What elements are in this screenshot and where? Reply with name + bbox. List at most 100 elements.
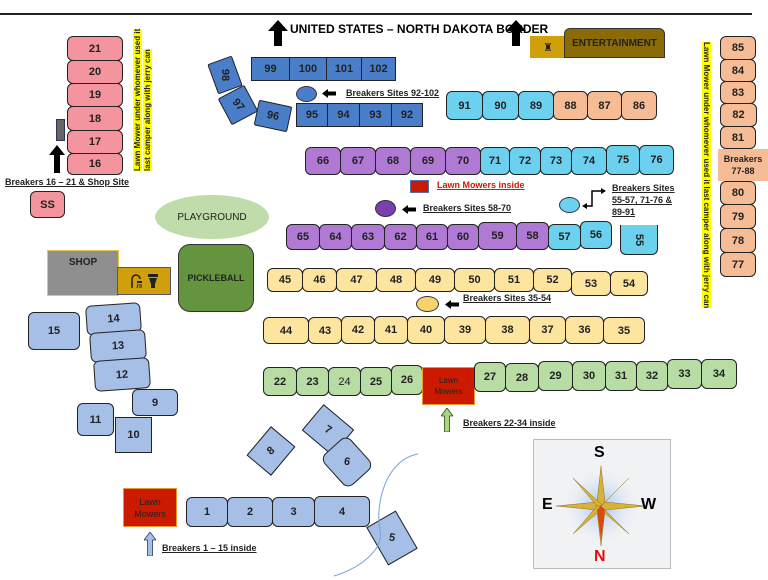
site-62[interactable]: 62	[384, 224, 417, 250]
site-34[interactable]: 34	[701, 359, 737, 389]
site-85[interactable]: 85	[720, 36, 756, 60]
site-88[interactable]: 88	[553, 91, 588, 120]
site-4[interactable]: 4	[314, 496, 370, 527]
site-80[interactable]: 80	[720, 181, 756, 205]
site-2[interactable]: 2	[227, 497, 273, 527]
site-36[interactable]: 36	[565, 316, 604, 344]
site-57[interactable]: 57	[548, 224, 581, 250]
site-12[interactable]: 12	[92, 357, 152, 392]
site-72[interactable]: 72	[509, 147, 541, 175]
site-51[interactable]: 51	[494, 268, 534, 292]
site-60[interactable]: 60	[447, 224, 479, 250]
site-77[interactable]: 77	[720, 252, 756, 277]
site-48[interactable]: 48	[376, 268, 416, 292]
site-22[interactable]: 22	[263, 367, 297, 396]
site-29[interactable]: 29	[538, 361, 573, 391]
site-35[interactable]: 35	[603, 317, 645, 344]
site-56[interactable]: 56	[580, 221, 612, 249]
site-101[interactable]: 101	[326, 57, 362, 81]
site-74[interactable]: 74	[571, 147, 607, 175]
site-65[interactable]: 65	[286, 224, 320, 250]
site-41[interactable]: 41	[374, 316, 408, 344]
site-10[interactable]: 10	[115, 417, 152, 453]
site-92[interactable]: 92	[391, 103, 423, 127]
site-61[interactable]: 61	[416, 224, 448, 250]
site-100[interactable]: 100	[289, 57, 327, 81]
site-94[interactable]: 94	[327, 103, 360, 127]
site-44[interactable]: 44	[263, 317, 309, 344]
site-25[interactable]: 25	[360, 367, 392, 396]
site-3[interactable]: 3	[272, 497, 315, 527]
site-23[interactable]: 23	[296, 367, 329, 396]
site-8[interactable]: 8	[246, 426, 296, 476]
site-38[interactable]: 38	[485, 316, 530, 344]
site-54[interactable]: 54	[610, 271, 648, 296]
site-68[interactable]: 68	[375, 147, 411, 175]
site-99[interactable]: 99	[251, 57, 290, 81]
site-42[interactable]: 42	[341, 316, 375, 344]
site-84[interactable]: 84	[720, 59, 756, 82]
site-71[interactable]: 71	[480, 147, 510, 175]
site-87[interactable]: 87	[587, 91, 622, 120]
site-ss[interactable]: SS	[30, 191, 65, 218]
site-83[interactable]: 83	[720, 81, 756, 104]
site-39[interactable]: 39	[444, 316, 486, 344]
site-53[interactable]: 53	[571, 271, 611, 296]
site-45[interactable]: 45	[267, 268, 303, 292]
site-95[interactable]: 95	[296, 103, 328, 127]
site-1[interactable]: 1	[186, 497, 228, 527]
site-76[interactable]: 76	[639, 145, 674, 175]
site-33[interactable]: 33	[667, 359, 702, 389]
site-30[interactable]: 30	[572, 361, 606, 391]
site-40[interactable]: 40	[407, 316, 445, 344]
site-81[interactable]: 81	[720, 126, 756, 149]
site-59[interactable]: 59	[478, 222, 517, 250]
site-67[interactable]: 67	[340, 147, 376, 175]
site-31[interactable]: 31	[605, 361, 637, 391]
site-90[interactable]: 90	[482, 91, 519, 120]
site-17[interactable]: 17	[67, 130, 123, 154]
site-64[interactable]: 64	[319, 224, 352, 250]
site-55[interactable]: 55	[620, 225, 658, 255]
site-21[interactable]: 21	[67, 36, 123, 61]
entertainment-building: ENTERTAINMENT	[564, 28, 665, 58]
site-58[interactable]: 58	[516, 222, 549, 250]
site-47[interactable]: 47	[336, 268, 377, 292]
site-102[interactable]: 102	[361, 57, 396, 81]
site-28[interactable]: 28	[505, 363, 539, 392]
site-49[interactable]: 49	[415, 268, 455, 292]
site-89[interactable]: 89	[518, 91, 554, 120]
site-27[interactable]: 27	[474, 362, 506, 392]
site-26[interactable]: 26	[391, 365, 423, 395]
site-24[interactable]: 24	[328, 367, 361, 396]
site-18[interactable]: 18	[67, 106, 123, 131]
lawn-mower-shed: Lawn Mowers	[422, 367, 475, 405]
breakers-58-70-note: Breakers Sites 58-70	[423, 203, 512, 213]
site-46[interactable]: 46	[302, 268, 337, 292]
site-69[interactable]: 69	[410, 147, 446, 175]
toilet-icon: ♜	[543, 41, 553, 54]
site-86[interactable]: 86	[621, 91, 657, 120]
site-75[interactable]: 75	[606, 145, 640, 175]
site-37[interactable]: 37	[529, 316, 566, 344]
site-78[interactable]: 78	[720, 228, 756, 253]
site-52[interactable]: 52	[533, 268, 572, 292]
site-73[interactable]: 73	[540, 147, 572, 175]
site-32[interactable]: 32	[636, 361, 668, 391]
site-63[interactable]: 63	[351, 224, 385, 250]
site-19[interactable]: 19	[67, 83, 123, 107]
site-93[interactable]: 93	[359, 103, 392, 127]
site-16[interactable]: 16	[67, 153, 123, 175]
site-96[interactable]: 96	[253, 99, 293, 133]
site-66[interactable]: 66	[305, 147, 341, 175]
site-20[interactable]: 20	[67, 60, 123, 84]
site-9[interactable]: 9	[132, 389, 178, 416]
site-91[interactable]: 91	[446, 91, 483, 120]
site-70[interactable]: 70	[445, 147, 481, 175]
site-15[interactable]: 15	[28, 312, 80, 350]
site-11[interactable]: 11	[77, 403, 114, 436]
site-79[interactable]: 79	[720, 204, 756, 229]
site-82[interactable]: 82	[720, 103, 757, 127]
site-43[interactable]: 43	[308, 317, 342, 344]
site-50[interactable]: 50	[454, 268, 495, 292]
